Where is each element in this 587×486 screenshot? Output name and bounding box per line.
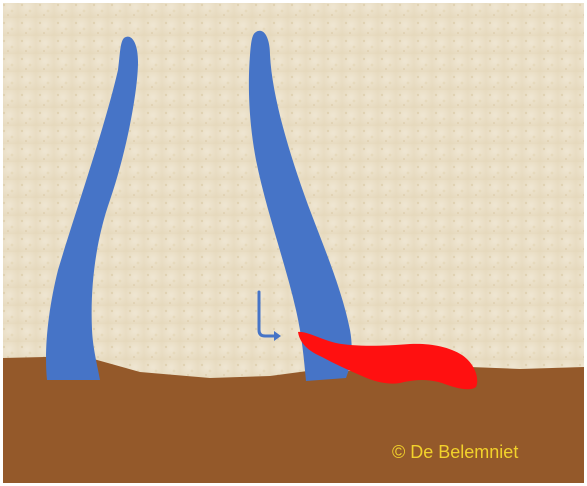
credit-text: © De Belemniet: [392, 442, 518, 463]
